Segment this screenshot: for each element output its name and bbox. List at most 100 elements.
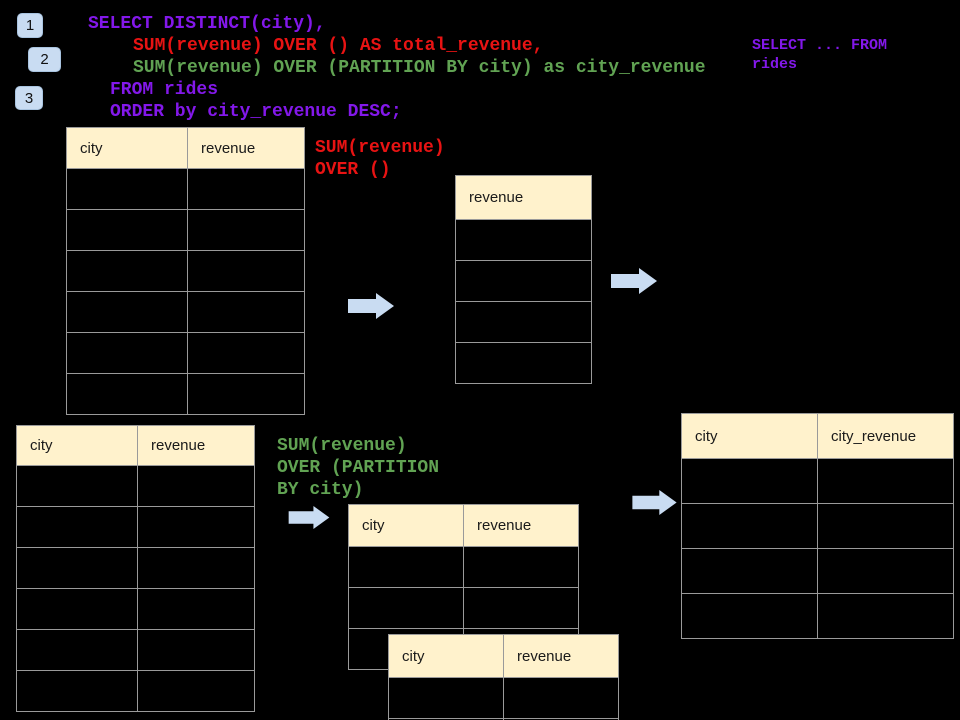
sql-line-order-by: ORDER by city_revenue DESC; bbox=[110, 102, 402, 122]
table-empty-row bbox=[682, 458, 953, 503]
table-empty-cell bbox=[682, 549, 818, 593]
table-empty-cell bbox=[17, 630, 138, 670]
table-empty-row bbox=[456, 260, 591, 301]
table-empty-cell bbox=[188, 292, 304, 332]
column-header-city: city bbox=[67, 128, 188, 168]
table-empty-cell bbox=[138, 507, 254, 547]
table-empty-cell bbox=[67, 333, 188, 373]
table-empty-row bbox=[67, 168, 304, 209]
table-empty-row bbox=[17, 588, 254, 629]
table-empty-row bbox=[67, 332, 304, 373]
partition-annotation-line-2: OVER (PARTITION bbox=[277, 458, 440, 478]
partition-annotation-line-1: SUM(revenue) bbox=[277, 436, 407, 456]
column-header-city: city bbox=[389, 635, 504, 677]
table-header-row: revenue bbox=[456, 176, 591, 219]
sql-line-total-revenue: SUM(revenue) OVER () AS total_revenue, bbox=[133, 36, 544, 56]
table-rides-source-top: city revenue bbox=[66, 127, 305, 415]
table-empty-cell bbox=[818, 594, 953, 638]
table-empty-cell bbox=[138, 589, 254, 629]
table-empty-cell bbox=[188, 374, 304, 414]
table-empty-cell bbox=[17, 548, 138, 588]
table-empty-cell bbox=[17, 507, 138, 547]
total-annotation-line-1: SUM(revenue) bbox=[315, 138, 445, 158]
table-empty-row bbox=[349, 587, 578, 628]
table-empty-row bbox=[349, 546, 578, 587]
flow-arrow-icon bbox=[348, 293, 394, 319]
table-empty-cell bbox=[464, 588, 578, 628]
column-header-city: city bbox=[682, 414, 818, 458]
partition-annotation-line-3: BY city) bbox=[277, 480, 364, 500]
side-note-line-1: SELECT ... FROM bbox=[752, 37, 888, 54]
table-empty-row bbox=[682, 548, 953, 593]
table-empty-cell bbox=[818, 459, 953, 503]
table-empty-row bbox=[17, 465, 254, 506]
table-empty-cell bbox=[67, 169, 188, 209]
column-header-city: city bbox=[349, 505, 464, 546]
table-empty-cell bbox=[464, 547, 578, 587]
table-empty-cell bbox=[17, 466, 138, 506]
sql-line-from: FROM rides bbox=[110, 80, 219, 100]
table-empty-cell bbox=[349, 547, 464, 587]
table-empty-cell bbox=[67, 374, 188, 414]
table-header-row: city revenue bbox=[389, 635, 618, 677]
column-header-city-revenue: city_revenue bbox=[831, 427, 917, 445]
table-empty-cell bbox=[504, 678, 618, 718]
table-empty-row bbox=[67, 291, 304, 332]
table-empty-cell bbox=[67, 251, 188, 291]
table-empty-cell bbox=[389, 678, 504, 718]
table-empty-cell bbox=[138, 630, 254, 670]
table-empty-row bbox=[17, 547, 254, 588]
table-header-row: city revenue bbox=[349, 505, 578, 546]
table-empty-cell bbox=[818, 504, 953, 548]
table-empty-row bbox=[456, 219, 591, 260]
flow-arrow-icon bbox=[287, 506, 331, 529]
table-empty-cell bbox=[456, 343, 591, 383]
table-empty-cell bbox=[188, 210, 304, 250]
table-empty-row bbox=[456, 301, 591, 342]
column-header-city: city bbox=[17, 426, 138, 465]
table-empty-row bbox=[17, 506, 254, 547]
table-empty-row bbox=[17, 629, 254, 670]
table-empty-cell bbox=[17, 671, 138, 711]
step-badge-2: 2 bbox=[28, 47, 61, 72]
table-empty-row bbox=[67, 250, 304, 291]
table-empty-cell bbox=[456, 302, 591, 342]
table-empty-cell bbox=[456, 220, 591, 260]
table-empty-cell bbox=[188, 251, 304, 291]
table-empty-row bbox=[682, 593, 953, 638]
column-header-revenue: revenue bbox=[201, 139, 256, 157]
table-empty-row bbox=[682, 503, 953, 548]
table-city-revenue-result: city city_revenue bbox=[681, 413, 954, 639]
column-header-revenue: revenue bbox=[469, 189, 524, 206]
table-empty-cell bbox=[188, 333, 304, 373]
table-empty-cell bbox=[456, 261, 591, 301]
table-empty-cell bbox=[349, 588, 464, 628]
table-empty-cell bbox=[188, 169, 304, 209]
sql-line-partition: SUM(revenue) OVER (PARTITION BY city) as… bbox=[133, 58, 706, 78]
table-empty-row bbox=[456, 342, 591, 383]
sql-line-select: SELECT DISTINCT(city), bbox=[88, 14, 326, 34]
table-header-row: city city_revenue bbox=[682, 414, 953, 458]
flow-arrow-icon bbox=[632, 490, 677, 515]
table-total-revenue-result: revenue bbox=[455, 175, 592, 384]
table-empty-cell bbox=[138, 548, 254, 588]
step-badge-1: 1 bbox=[17, 13, 43, 38]
side-note-line-2: rides bbox=[752, 56, 798, 73]
table-empty-cell bbox=[67, 210, 188, 250]
table-empty-row bbox=[67, 373, 304, 414]
total-annotation-line-2: OVER () bbox=[315, 160, 391, 180]
table-empty-cell bbox=[138, 671, 254, 711]
table-empty-row bbox=[67, 209, 304, 250]
table-empty-cell bbox=[17, 589, 138, 629]
step-badge-3: 3 bbox=[15, 86, 43, 110]
column-header-revenue: revenue bbox=[151, 437, 206, 454]
flow-arrow-icon bbox=[611, 268, 657, 294]
table-header-row: city revenue bbox=[17, 426, 254, 465]
table-empty-cell bbox=[818, 549, 953, 593]
table-rides-source-bottom: city revenue bbox=[16, 425, 255, 712]
table-empty-cell bbox=[682, 504, 818, 548]
column-header-revenue: revenue bbox=[517, 647, 572, 665]
table-empty-cell bbox=[682, 594, 818, 638]
table-empty-row bbox=[389, 677, 618, 718]
table-empty-cell bbox=[138, 466, 254, 506]
